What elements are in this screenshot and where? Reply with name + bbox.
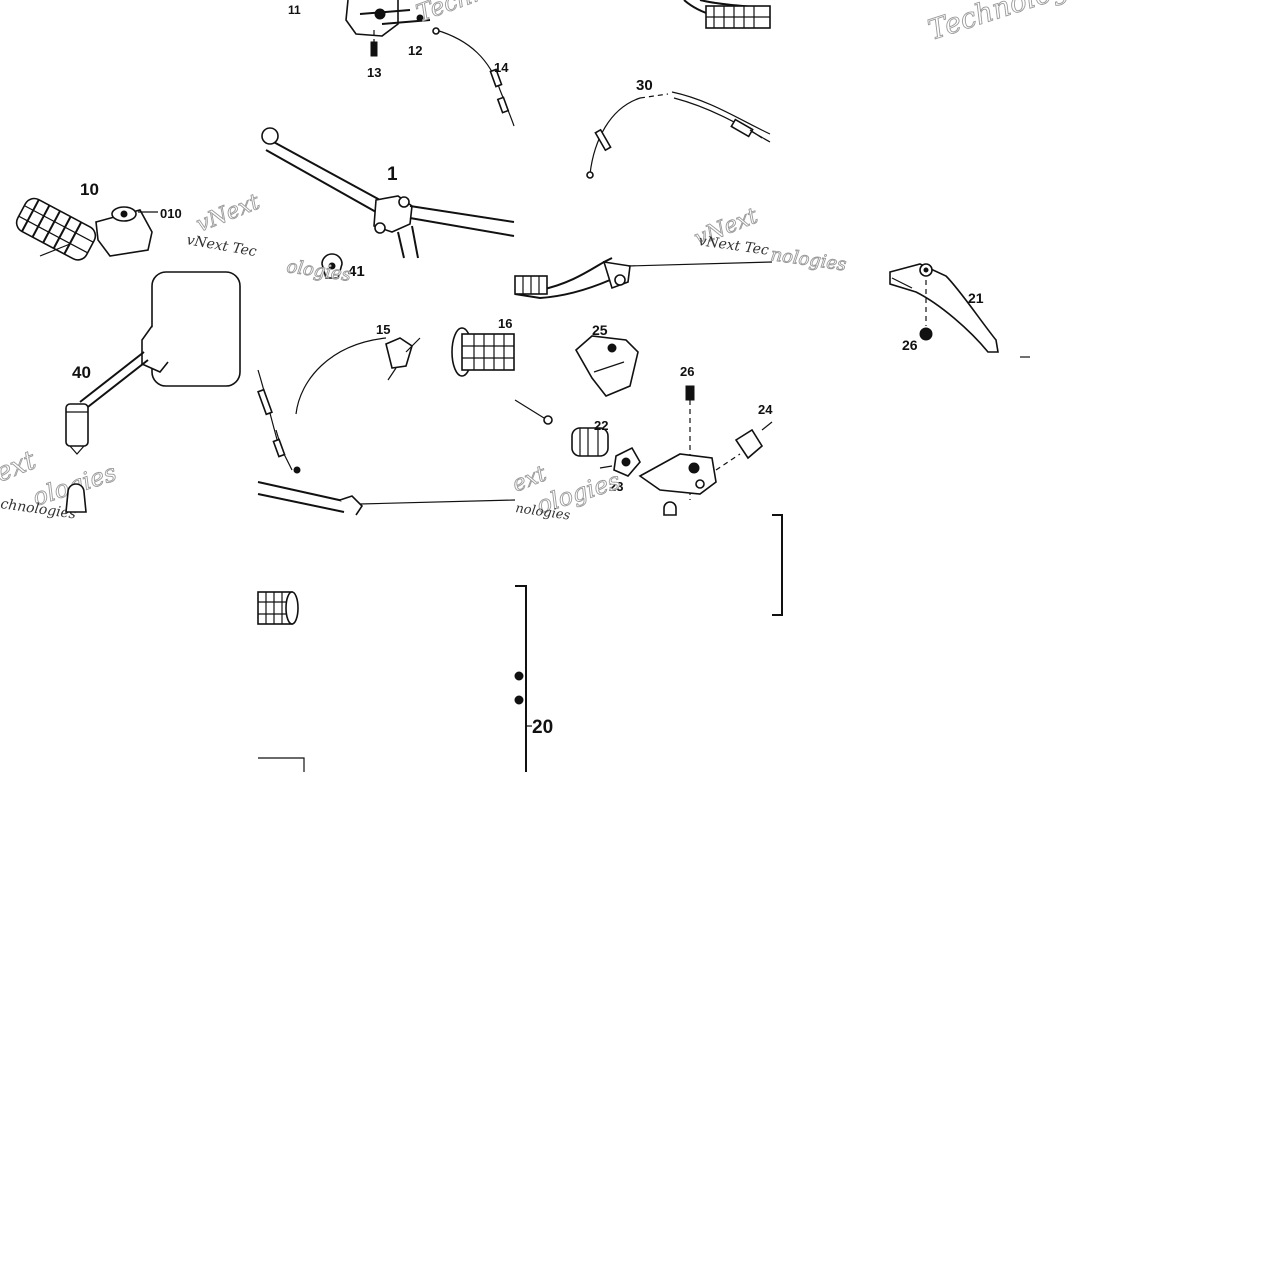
watermark-nologies-2: nologies xyxy=(769,244,847,275)
clutch-side-bar xyxy=(586,0,771,179)
throttle-grip-assembly xyxy=(15,197,158,261)
clutch-lever-assembly xyxy=(514,257,773,516)
callout-15: 15 xyxy=(376,322,390,337)
callout-30: 30 xyxy=(636,77,653,94)
handlebar-top xyxy=(261,0,515,279)
callout-14: 14 xyxy=(494,60,509,75)
callout-25: 25 xyxy=(592,322,608,338)
callout-40: 40 xyxy=(72,363,91,382)
watermark-vnext-tec: vNext Tec xyxy=(185,232,258,260)
watermark-techno: Techno xyxy=(412,0,503,28)
callout-21: 21 xyxy=(968,290,984,306)
callout-26b: 26 xyxy=(680,364,694,379)
callout-41: 41 xyxy=(348,263,365,280)
lower-grip-and-bracket xyxy=(257,514,783,772)
callout-26: 26 xyxy=(902,337,918,353)
callout-23: 23 xyxy=(609,479,623,494)
left-switch-and-cable xyxy=(257,327,516,516)
callout-13: 13 xyxy=(367,65,381,80)
callout-12: 12 xyxy=(408,43,422,58)
watermark-ext: ext xyxy=(0,445,41,488)
callout-20: 20 xyxy=(532,717,553,738)
callout-1: 1 xyxy=(387,164,398,185)
callout-10: 10 xyxy=(80,180,99,199)
callout-010: 010 xyxy=(160,206,182,221)
brake-lever-assembly xyxy=(889,263,1030,358)
watermark-vnext: vNext xyxy=(193,190,264,238)
callout-11: 11 xyxy=(288,3,301,17)
watermark-technologies: Technologies xyxy=(924,0,1110,47)
callout-24: 24 xyxy=(758,402,773,417)
mirror-assembly xyxy=(65,271,241,455)
callout-16: 16 xyxy=(498,316,512,331)
watermark-vnext-tec-2: vNext Tec xyxy=(697,233,769,259)
callout-22: 22 xyxy=(594,418,608,433)
